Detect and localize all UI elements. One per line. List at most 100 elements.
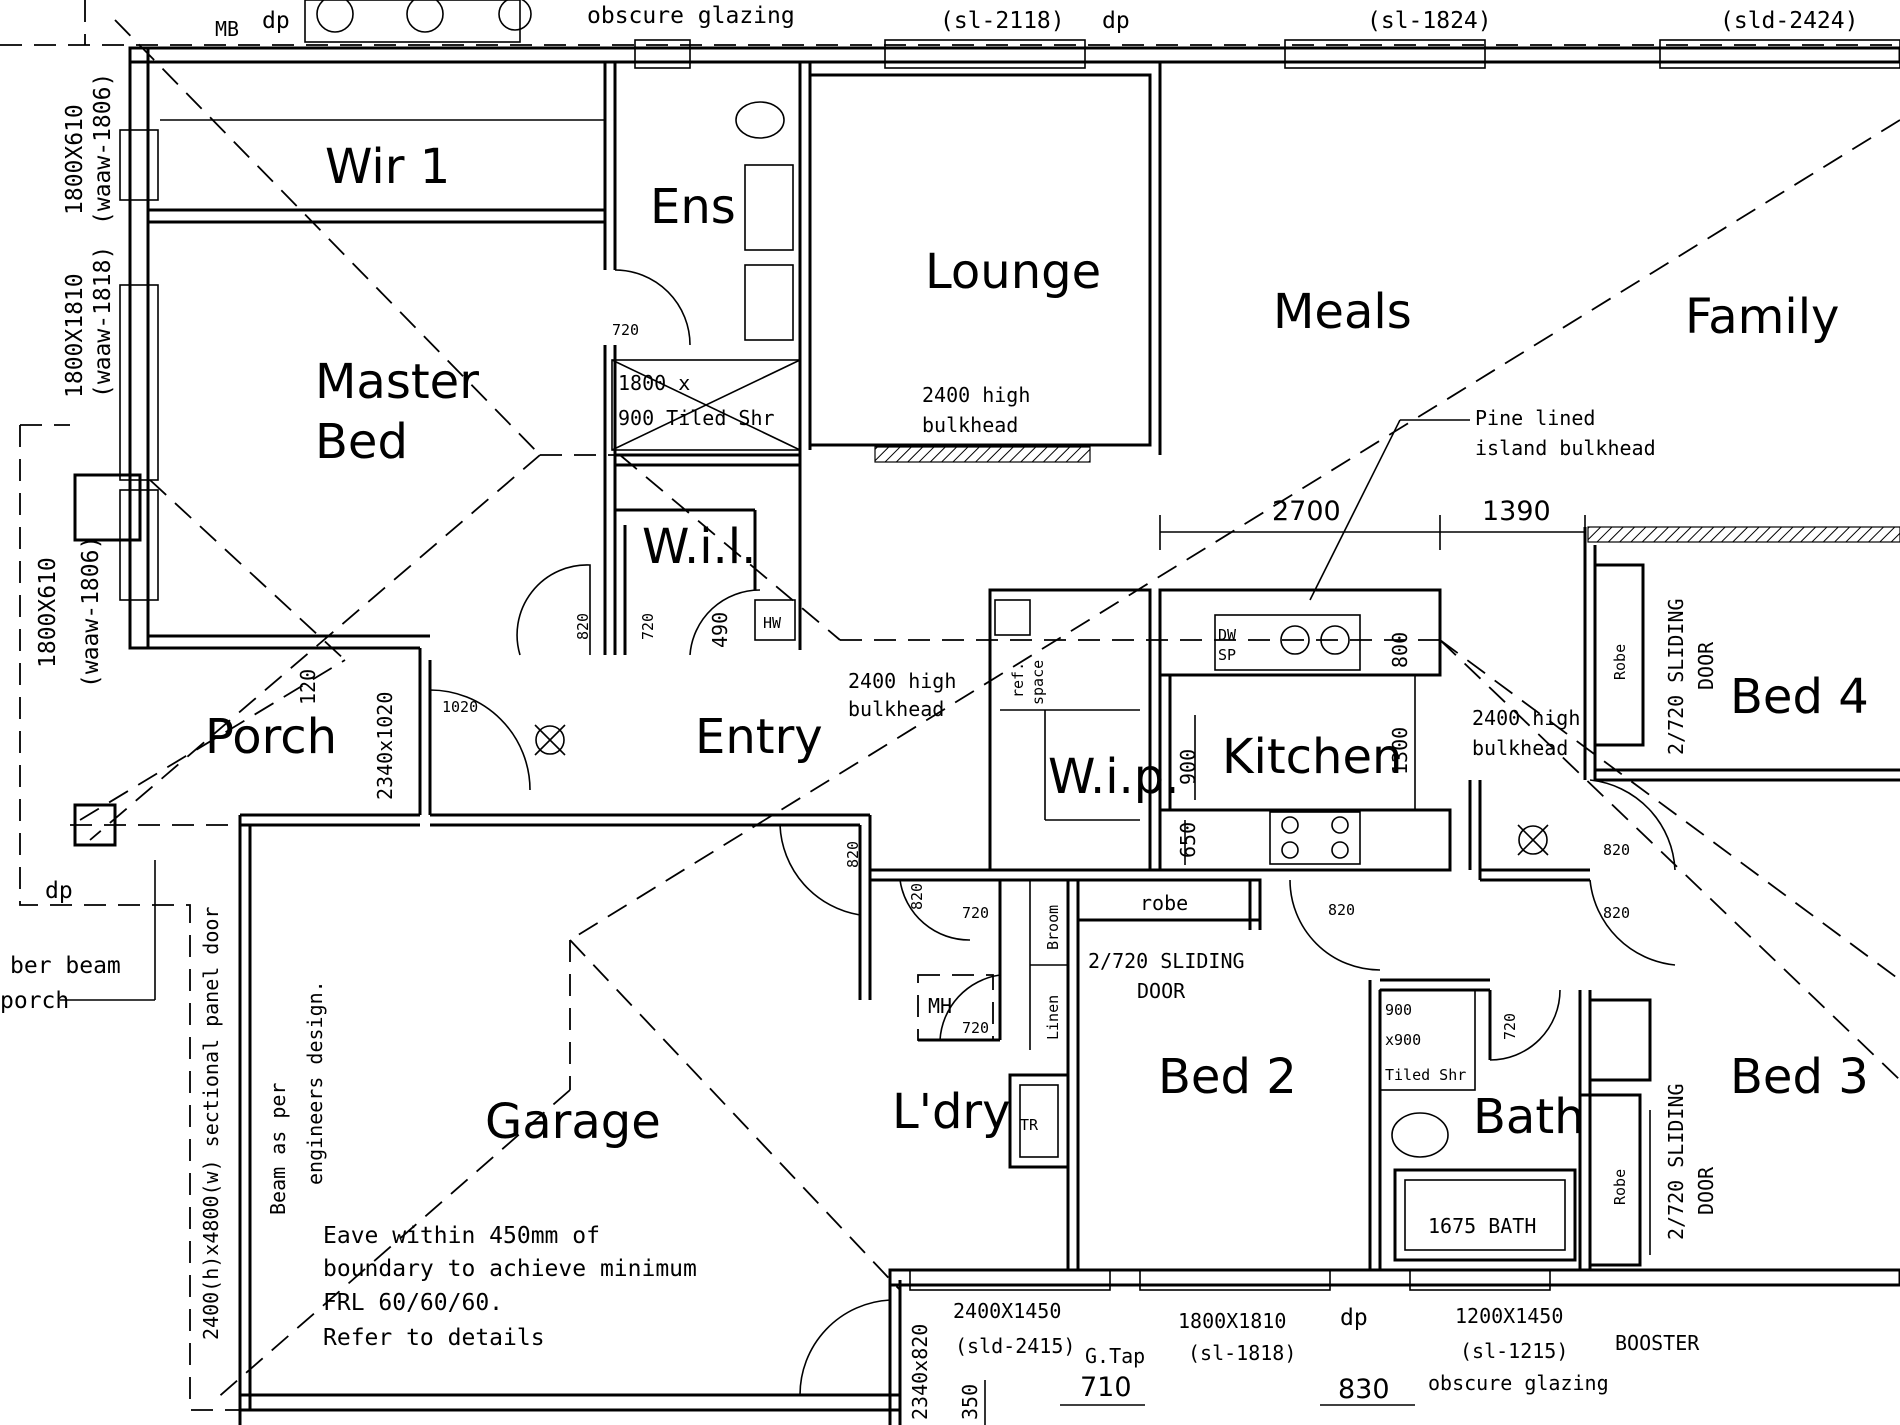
note-dim-350: 350 bbox=[958, 1384, 982, 1420]
note-door-720-mh: 720 bbox=[962, 1019, 989, 1037]
note-dim-1300: 1300 bbox=[1388, 727, 1412, 775]
note-shower-ens-2: 900 Tiled Shr bbox=[618, 406, 775, 430]
dim-710: 710 bbox=[1080, 1372, 1132, 1403]
note-shower-bath-1: 900 bbox=[1385, 1001, 1412, 1019]
note-tr: TR bbox=[1020, 1116, 1039, 1134]
dimension-lines bbox=[60, 419, 1586, 1425]
note-garage-door: 2400(h)x4800(w) sectional panel door bbox=[199, 907, 223, 1340]
note-eave-1: Eave within 450mm of bbox=[323, 1223, 600, 1249]
room-lounge: Lounge bbox=[925, 244, 1101, 300]
note-dp-top-left: dp bbox=[262, 8, 290, 34]
note-lounge-bulkhead-1: 2400 high bbox=[922, 383, 1030, 407]
note-eave-3: FRL 60/60/60. bbox=[323, 1290, 503, 1316]
note-linen: Linen bbox=[1044, 995, 1062, 1040]
note-door-720-ldry: 720 bbox=[962, 904, 989, 922]
note-booster: BOOSTER bbox=[1615, 1331, 1700, 1355]
note-robe-bed2: robe bbox=[1140, 891, 1188, 915]
dim-2700: 2700 bbox=[1272, 496, 1341, 527]
note-timber-beam-1: ber beam bbox=[10, 953, 121, 979]
note-sliding-bed4-1: 2/720 SLIDING bbox=[1664, 598, 1688, 755]
note-door-820-a: 820 bbox=[574, 613, 592, 640]
note-pine-2: island bulkhead bbox=[1475, 436, 1656, 460]
room-master-bed-line2: Bed bbox=[315, 414, 408, 470]
note-door-820-garage: 820 bbox=[844, 841, 862, 868]
note-door-820-bed3: 820 bbox=[1603, 904, 1630, 922]
note-mh: MH bbox=[928, 994, 952, 1018]
note-beam-2: engineers design. bbox=[303, 980, 327, 1185]
room-family: Family bbox=[1685, 289, 1839, 345]
note-entry-bulkhead-2: bulkhead bbox=[848, 697, 944, 721]
note-win-1800x1810-b: (sl-1818) bbox=[1188, 1341, 1296, 1365]
room-bed4: Bed 4 bbox=[1730, 669, 1869, 725]
note-dim-120: 120 bbox=[296, 669, 320, 705]
note-dim-650: 650 bbox=[1176, 822, 1200, 858]
note-bath-tub: 1675 BATH bbox=[1428, 1214, 1536, 1238]
room-kitchen: Kitchen bbox=[1222, 729, 1402, 785]
room-ens: Ens bbox=[650, 179, 736, 235]
note-obscure-glazing-bottom: obscure glazing bbox=[1428, 1371, 1609, 1395]
note-win-sl1824: (sl-1824) bbox=[1367, 8, 1492, 34]
door-swings bbox=[429, 269, 1676, 1396]
note-win-left2-a: 1800X1810 bbox=[62, 273, 88, 398]
room-garage: Garage bbox=[485, 1094, 661, 1150]
note-sliding-bed3-1: 2/720 SLIDING bbox=[1664, 1083, 1688, 1240]
note-dp-left: dp bbox=[45, 878, 73, 904]
note-gtap: G.Tap bbox=[1085, 1344, 1145, 1368]
room-wil: W.i.l. bbox=[642, 519, 756, 575]
note-eave-4: Refer to details bbox=[323, 1325, 545, 1351]
note-sliding-bed4-2: DOOR bbox=[1694, 641, 1718, 690]
note-door-720-wil: 720 bbox=[639, 613, 657, 640]
note-door-820-bed4: 820 bbox=[1603, 841, 1630, 859]
note-win-2400x1450-a: 2400X1450 bbox=[953, 1299, 1061, 1323]
note-beam-1: Beam as per bbox=[266, 1083, 290, 1215]
room-bed2: Bed 2 bbox=[1158, 1049, 1297, 1105]
room-bed3: Bed 3 bbox=[1730, 1049, 1869, 1105]
note-mb: MB bbox=[215, 17, 239, 41]
windows bbox=[119, 39, 1900, 1291]
note-shower-bath-3: Tiled Shr bbox=[1385, 1066, 1466, 1084]
note-win-sld2424: (sld-2424) bbox=[1720, 8, 1858, 34]
note-entry-bulkhead-1: 2400 high bbox=[848, 669, 956, 693]
note-win-left2-b: (waaw-1818) bbox=[90, 246, 116, 398]
note-broom: Broom bbox=[1044, 905, 1062, 950]
note-sliding-bed2-2: DOOR bbox=[1137, 979, 1186, 1003]
roof-diagonals bbox=[79, 19, 1900, 1401]
note-dw-2: SP bbox=[1218, 646, 1236, 664]
note-hall-bulkhead-1: 2400 high bbox=[1472, 706, 1580, 730]
room-labels: Wir 1 Ens Lounge Meals Family Master Bed… bbox=[205, 139, 1869, 1150]
room-master-bed-line1: Master bbox=[315, 354, 479, 410]
note-sliding-bed2-1: 2/720 SLIDING bbox=[1088, 949, 1245, 973]
note-dim-800: 800 bbox=[1388, 632, 1412, 668]
note-robe-bed4: Robe bbox=[1611, 644, 1629, 680]
note-door-720-ens: 720 bbox=[612, 321, 639, 339]
note-dim-490: 490 bbox=[708, 612, 732, 648]
note-eave-2: boundary to achieve minimum bbox=[323, 1256, 697, 1282]
dimension-labels: 2700 1390 710 830 bbox=[1080, 496, 1551, 1405]
note-dim-900: 900 bbox=[1176, 749, 1200, 785]
note-hall-bulkhead-2: bulkhead bbox=[1472, 736, 1568, 760]
note-ref-space-2: space bbox=[1029, 660, 1047, 705]
room-wir1: Wir 1 bbox=[325, 139, 450, 195]
note-door-1020: 1020 bbox=[442, 698, 478, 716]
note-dp-bottom: dp bbox=[1340, 1305, 1368, 1331]
note-win-left1-b: (waaw-1806) bbox=[90, 73, 116, 225]
dim-830: 830 bbox=[1338, 1374, 1390, 1405]
note-win-left3-b: (waaw-1806) bbox=[78, 536, 104, 688]
note-door-2340x820: 2340x820 bbox=[908, 1324, 932, 1420]
note-door-2340x1020: 2340x1020 bbox=[373, 692, 397, 800]
note-win-2400x1450-b: (sld-2415) bbox=[955, 1334, 1075, 1358]
fixtures bbox=[73, 0, 1549, 1158]
room-laundry: L'dry bbox=[892, 1084, 1011, 1140]
room-entry: Entry bbox=[695, 709, 823, 765]
dim-1390: 1390 bbox=[1482, 496, 1551, 527]
note-win-sl2118: (sl-2118) bbox=[940, 8, 1065, 34]
note-dp-top-mid: dp bbox=[1102, 8, 1130, 34]
note-dw-1: DW bbox=[1218, 626, 1237, 644]
annotations: MB dp dp obscure glazing (sl-2118) (sl-1… bbox=[0, 3, 1858, 1420]
note-hw: HW bbox=[763, 614, 782, 632]
note-door-820-ldry: 820 bbox=[908, 883, 926, 910]
note-win-left1-a: 1800X610 bbox=[62, 104, 88, 215]
note-win-left3-a: 1800X610 bbox=[35, 557, 61, 668]
note-win-1200x1450-b: (sl-1215) bbox=[1460, 1339, 1568, 1363]
